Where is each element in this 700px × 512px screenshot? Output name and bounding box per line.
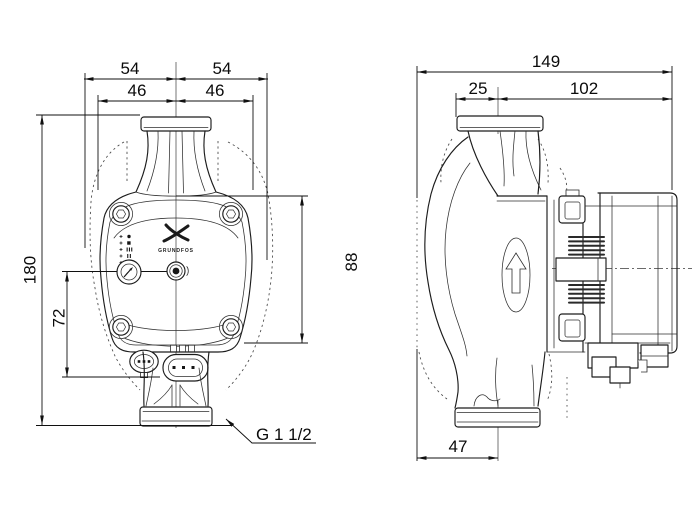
- push-button: [166, 261, 189, 281]
- dim-25-label: 25: [469, 79, 488, 98]
- dim-149-label: 149: [532, 52, 560, 71]
- plug-connector-right: [162, 344, 209, 382]
- thread-size-label: G 1 1/2: [256, 425, 312, 444]
- brand-label: GRUNDFOS: [158, 248, 194, 254]
- front-rotation-envelope: [89, 141, 274, 391]
- dim-180-label: 180: [21, 256, 40, 284]
- dim-46-right-label: 46: [206, 81, 225, 100]
- side-dimensions: 149 25 102 47: [416, 52, 673, 461]
- dim-47-label: 47: [449, 437, 468, 456]
- control-knob: [116, 259, 142, 285]
- side-top-flange: [456, 115, 544, 132]
- side-rotation-envelope: [418, 138, 568, 420]
- flow-arrow-plate: [501, 237, 531, 313]
- front-view: GRUNDFOS: [21, 59, 362, 444]
- grundfos-logo-icon: [162, 223, 190, 243]
- side-bottom-flange: [454, 407, 541, 428]
- dim-54-left-label: 54: [121, 59, 140, 78]
- top-flange: [140, 116, 212, 132]
- side-pump-body: [424, 115, 678, 428]
- front-pump-body: GRUNDFOS: [62, 116, 253, 427]
- motor-outline: [597, 192, 678, 354]
- corner-screws: [109, 202, 243, 339]
- dim-54-right-label: 54: [213, 59, 232, 78]
- dim-102-label: 102: [570, 79, 598, 98]
- flow-direction-arrow-icon: [505, 252, 527, 294]
- dim-88-label: 88: [342, 253, 361, 272]
- bottom-flange: [139, 406, 213, 427]
- thread-callout: G 1 1/2: [225, 418, 316, 444]
- dim-46-left-label: 46: [128, 81, 147, 100]
- terminal-box: [587, 342, 669, 389]
- dim-72-label: 72: [50, 309, 69, 328]
- front-dimensions: 54 54 46 46 180 72 88 G 1 1/2: [21, 59, 362, 444]
- shaft-hub: [555, 257, 607, 282]
- cooling-fins: [568, 236, 605, 304]
- side-view: 149 25 102 47: [416, 52, 692, 461]
